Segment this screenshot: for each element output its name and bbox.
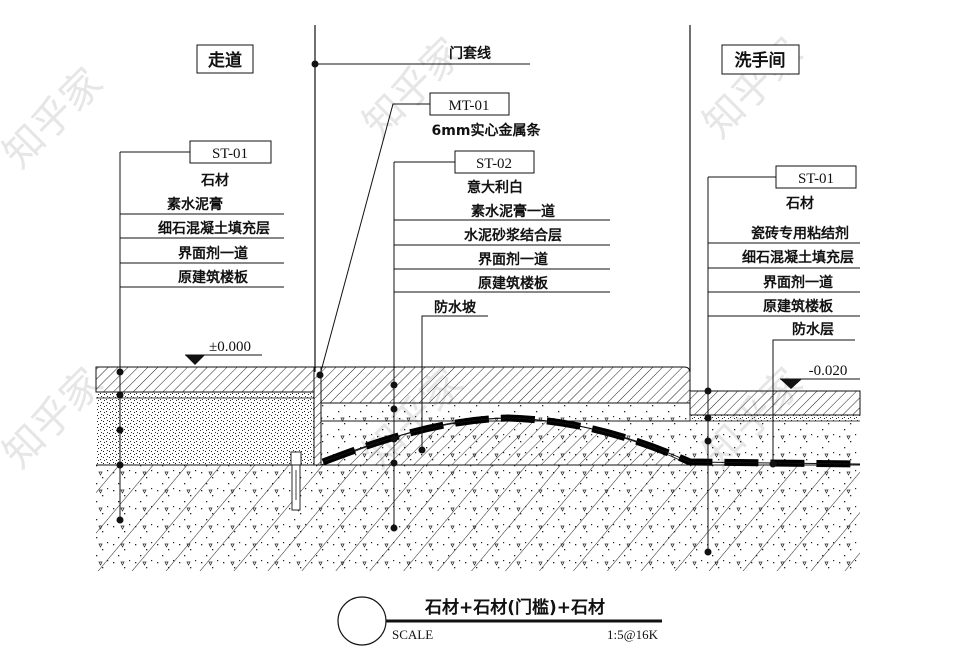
- detail-title: 石材+石材(门槛)+石材: [424, 597, 605, 618]
- level-marker-left: ±0.000: [185, 339, 262, 365]
- right-callout: ST-01 石材 瓷砖专用粘结剂 细石混凝土填充层 界面剂一道 原建筑楼板 防水…: [704, 165, 860, 556]
- middle-layer-2: 水泥砂浆结合层: [464, 227, 562, 244]
- structural-slab-dots: [96, 465, 860, 571]
- left-layer-4: 原建筑楼板: [178, 269, 249, 286]
- detail-index-circle: [337, 596, 387, 646]
- metal-callout-description: 6mm实心金属条: [432, 122, 542, 139]
- threshold-stone: [320, 366, 691, 404]
- level-right-text: -0.020: [809, 363, 848, 379]
- metal-strip: [313, 366, 322, 466]
- watermark-text: 知乎家: [0, 60, 112, 177]
- left-stone: [95, 366, 315, 393]
- title-block: 石材+石材(门槛)+石材 SCALE 1:5@16K: [337, 596, 662, 646]
- left-callout-code: ST-01: [212, 146, 248, 162]
- left-layer-1: 素水泥膏: [167, 196, 223, 213]
- anchor-bolt: [290, 451, 302, 511]
- middle-layer-4: 原建筑楼板: [478, 275, 549, 292]
- scale-label: SCALE: [392, 627, 433, 642]
- right-layer-3: 界面剂一道: [763, 274, 833, 291]
- right-extra-label: 防水层: [792, 321, 834, 338]
- left-layer-0: 石材: [200, 172, 229, 189]
- right-layer-1: 瓷砖专用粘结剂: [751, 225, 849, 242]
- middle-extra-label: 防水坡: [434, 299, 477, 316]
- right-adhesive-layer: [690, 415, 860, 421]
- right-stone: [689, 390, 861, 416]
- middle-layer-1: 素水泥膏一道: [471, 203, 555, 220]
- scale-value: 1:5@16K: [607, 627, 659, 642]
- left-callout: ST-01 石材 素水泥膏 细石混凝土填充层 界面剂一道 原建筑楼板: [116, 140, 284, 524]
- right-callout-code: ST-01: [798, 171, 834, 187]
- metal-callout-code: MT-01: [448, 98, 489, 114]
- room-label-left-text: 走道: [208, 50, 242, 71]
- door-line-callout: 门套线: [311, 45, 530, 68]
- left-fill-layer: [96, 392, 314, 465]
- middle-layer-0: 意大利白: [467, 179, 523, 196]
- right-layer-4: 原建筑楼板: [763, 298, 834, 315]
- door-line-label: 门套线: [449, 45, 491, 62]
- right-layer-0: 石材: [785, 195, 814, 212]
- room-label-right-text: 洗手间: [735, 50, 786, 71]
- left-layer-2: 细石混凝土填充层: [158, 220, 270, 237]
- middle-callout-code: ST-02: [476, 156, 512, 172]
- level-left-text: ±0.000: [209, 339, 251, 355]
- middle-callout: ST-02 意大利白 素水泥膏一道 水泥砂浆结合层 界面剂一道 原建筑楼板 防水…: [390, 150, 610, 532]
- level-marker-right: -0.020: [780, 363, 860, 389]
- metal-callout: MT-01 6mm实心金属条: [316, 92, 542, 379]
- left-callout-code-box: [189, 140, 272, 164]
- left-layer-3: 界面剂一道: [178, 245, 248, 262]
- middle-layer-3: 界面剂一道: [478, 251, 548, 268]
- room-label-right: 洗手间: [721, 44, 800, 75]
- watermark-text: 知乎家: [0, 360, 112, 477]
- room-label-left: 走道: [196, 44, 254, 74]
- right-layer-2: 细石混凝土填充层: [742, 249, 854, 266]
